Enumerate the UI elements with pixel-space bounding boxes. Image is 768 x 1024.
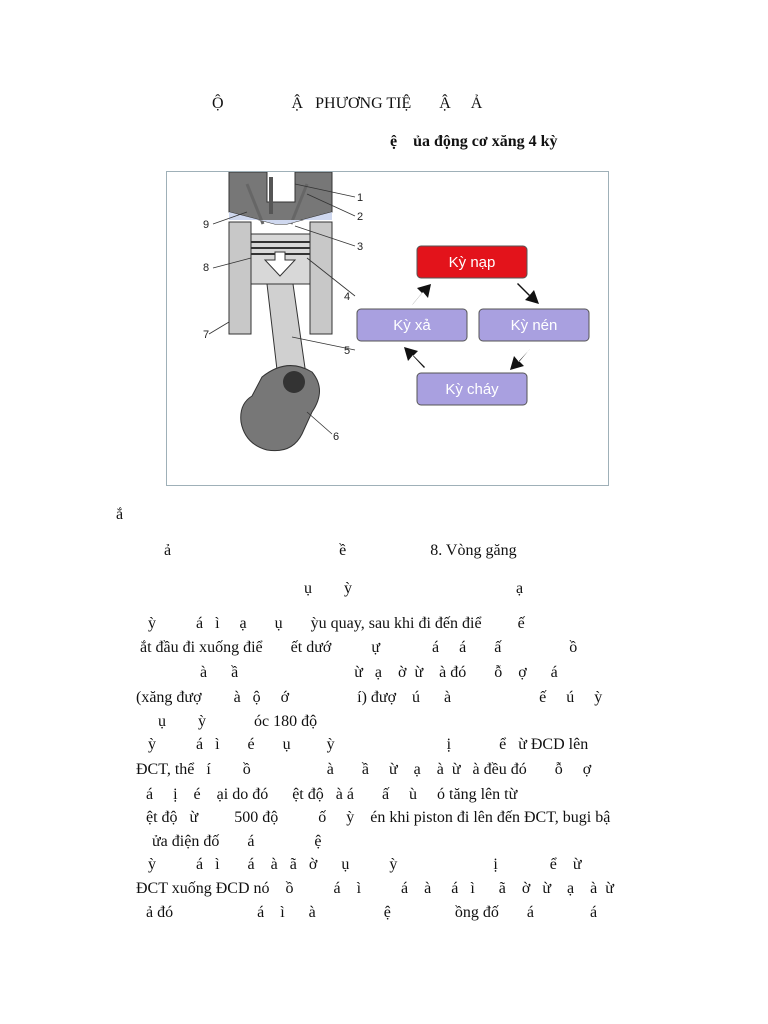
legend-line: ả ề 8. Vòng găng — [164, 542, 517, 559]
p2-line-2: ĐCT, thể í ồ à ầ ừ ạ à ừ à đều đó ỗ ợ — [136, 761, 592, 778]
callout-6: 6 — [333, 431, 339, 443]
cylinder-wall-left — [228, 221, 252, 335]
p3-line-3: ả đó á ì à ệ ồng đố á á — [146, 904, 598, 921]
p2-line-1: ỳ á ì é ụ ỳ ị ể ừ ĐCD lên — [148, 736, 589, 753]
callout-2: 2 — [357, 211, 363, 223]
arrow-intake-compression-icon — [517, 283, 539, 304]
p1-line-2: ắt đầu đi xuống điể ết dướ ự á á ấ ồ — [140, 639, 578, 656]
combustion-chamber — [229, 212, 332, 224]
p2-line-3: á ị é ại do đó ệt độ à á ấ ù ó tăng lên … — [146, 786, 518, 803]
p1-line-3: à ầ ừ ạ ờ ừ à đó ỗ ợ á — [200, 664, 558, 681]
exhaust-valve — [289, 183, 309, 225]
p1-line-4: (xăng đượ à ộ ớ í) đượ ú à ế ú ỳ — [136, 689, 603, 706]
label-combustion: Kỳ cháy — [445, 381, 499, 398]
p3-line-2: ĐCT xuống ĐCD nó ồ á ì á à á ì ã ờ ừ ạ à… — [136, 880, 614, 897]
arrow-combustion-exhaust-icon — [404, 347, 425, 368]
intake-valve — [245, 183, 265, 225]
box-compression — [478, 308, 590, 342]
callout-8: 8 — [203, 262, 209, 274]
p2-line-5: ửa điện đố á ệ — [152, 833, 322, 850]
engine-diagram: 1 2 3 4 5 6 7 8 9 Kỳ nạp Kỳ nén Kỳ cháy … — [203, 172, 590, 452]
cylinder-wall-right — [309, 221, 333, 335]
caption-mark: ắ — [116, 506, 124, 523]
crankshaft — [240, 365, 320, 452]
arrow-exhaust-intake-icon — [412, 284, 431, 305]
section-heading: ụ ỳ ạ — [304, 580, 524, 597]
figure-title: ệ ủa động cơ xăng 4 kỳ — [390, 133, 558, 150]
engine-figure: 1 2 3 4 5 6 7 8 9 Kỳ nạp Kỳ nén Kỳ cháy … — [166, 171, 609, 486]
box-exhaust — [356, 308, 468, 342]
callout-9: 9 — [203, 219, 209, 231]
p2-line-4: ệt độ ừ 500 độ ố ỳ én khi piston đi lên … — [146, 809, 611, 826]
label-compression: Kỳ nén — [511, 317, 558, 334]
p3-line-1: ỳ á ì á à ã ờ ụ ỳ ị ể ừ — [148, 856, 582, 873]
page-title: Ộ Ậ PHƯƠNG TIỆ Ậ Ả — [212, 95, 483, 112]
label-exhaust: Kỳ xả — [393, 317, 431, 334]
callout-1: 1 — [357, 192, 363, 204]
arrow-compression-combustion-icon — [510, 349, 530, 370]
callout-5: 5 — [344, 345, 350, 357]
box-combustion — [416, 372, 528, 406]
callout-4: 4 — [344, 291, 350, 303]
box-intake — [416, 245, 528, 279]
label-intake: Kỳ nạp — [449, 254, 496, 271]
p1-line-1: ỳ á ì ạ ụ ỳu quay, sau khi đi đến điể ế — [148, 615, 525, 632]
p1-line-5: ụ ỳ óc 180 độ — [158, 713, 318, 730]
crank-pin — [283, 371, 305, 393]
down-arrow-icon — [263, 251, 297, 277]
callout-3: 3 — [357, 241, 363, 253]
callout-7: 7 — [203, 329, 209, 341]
